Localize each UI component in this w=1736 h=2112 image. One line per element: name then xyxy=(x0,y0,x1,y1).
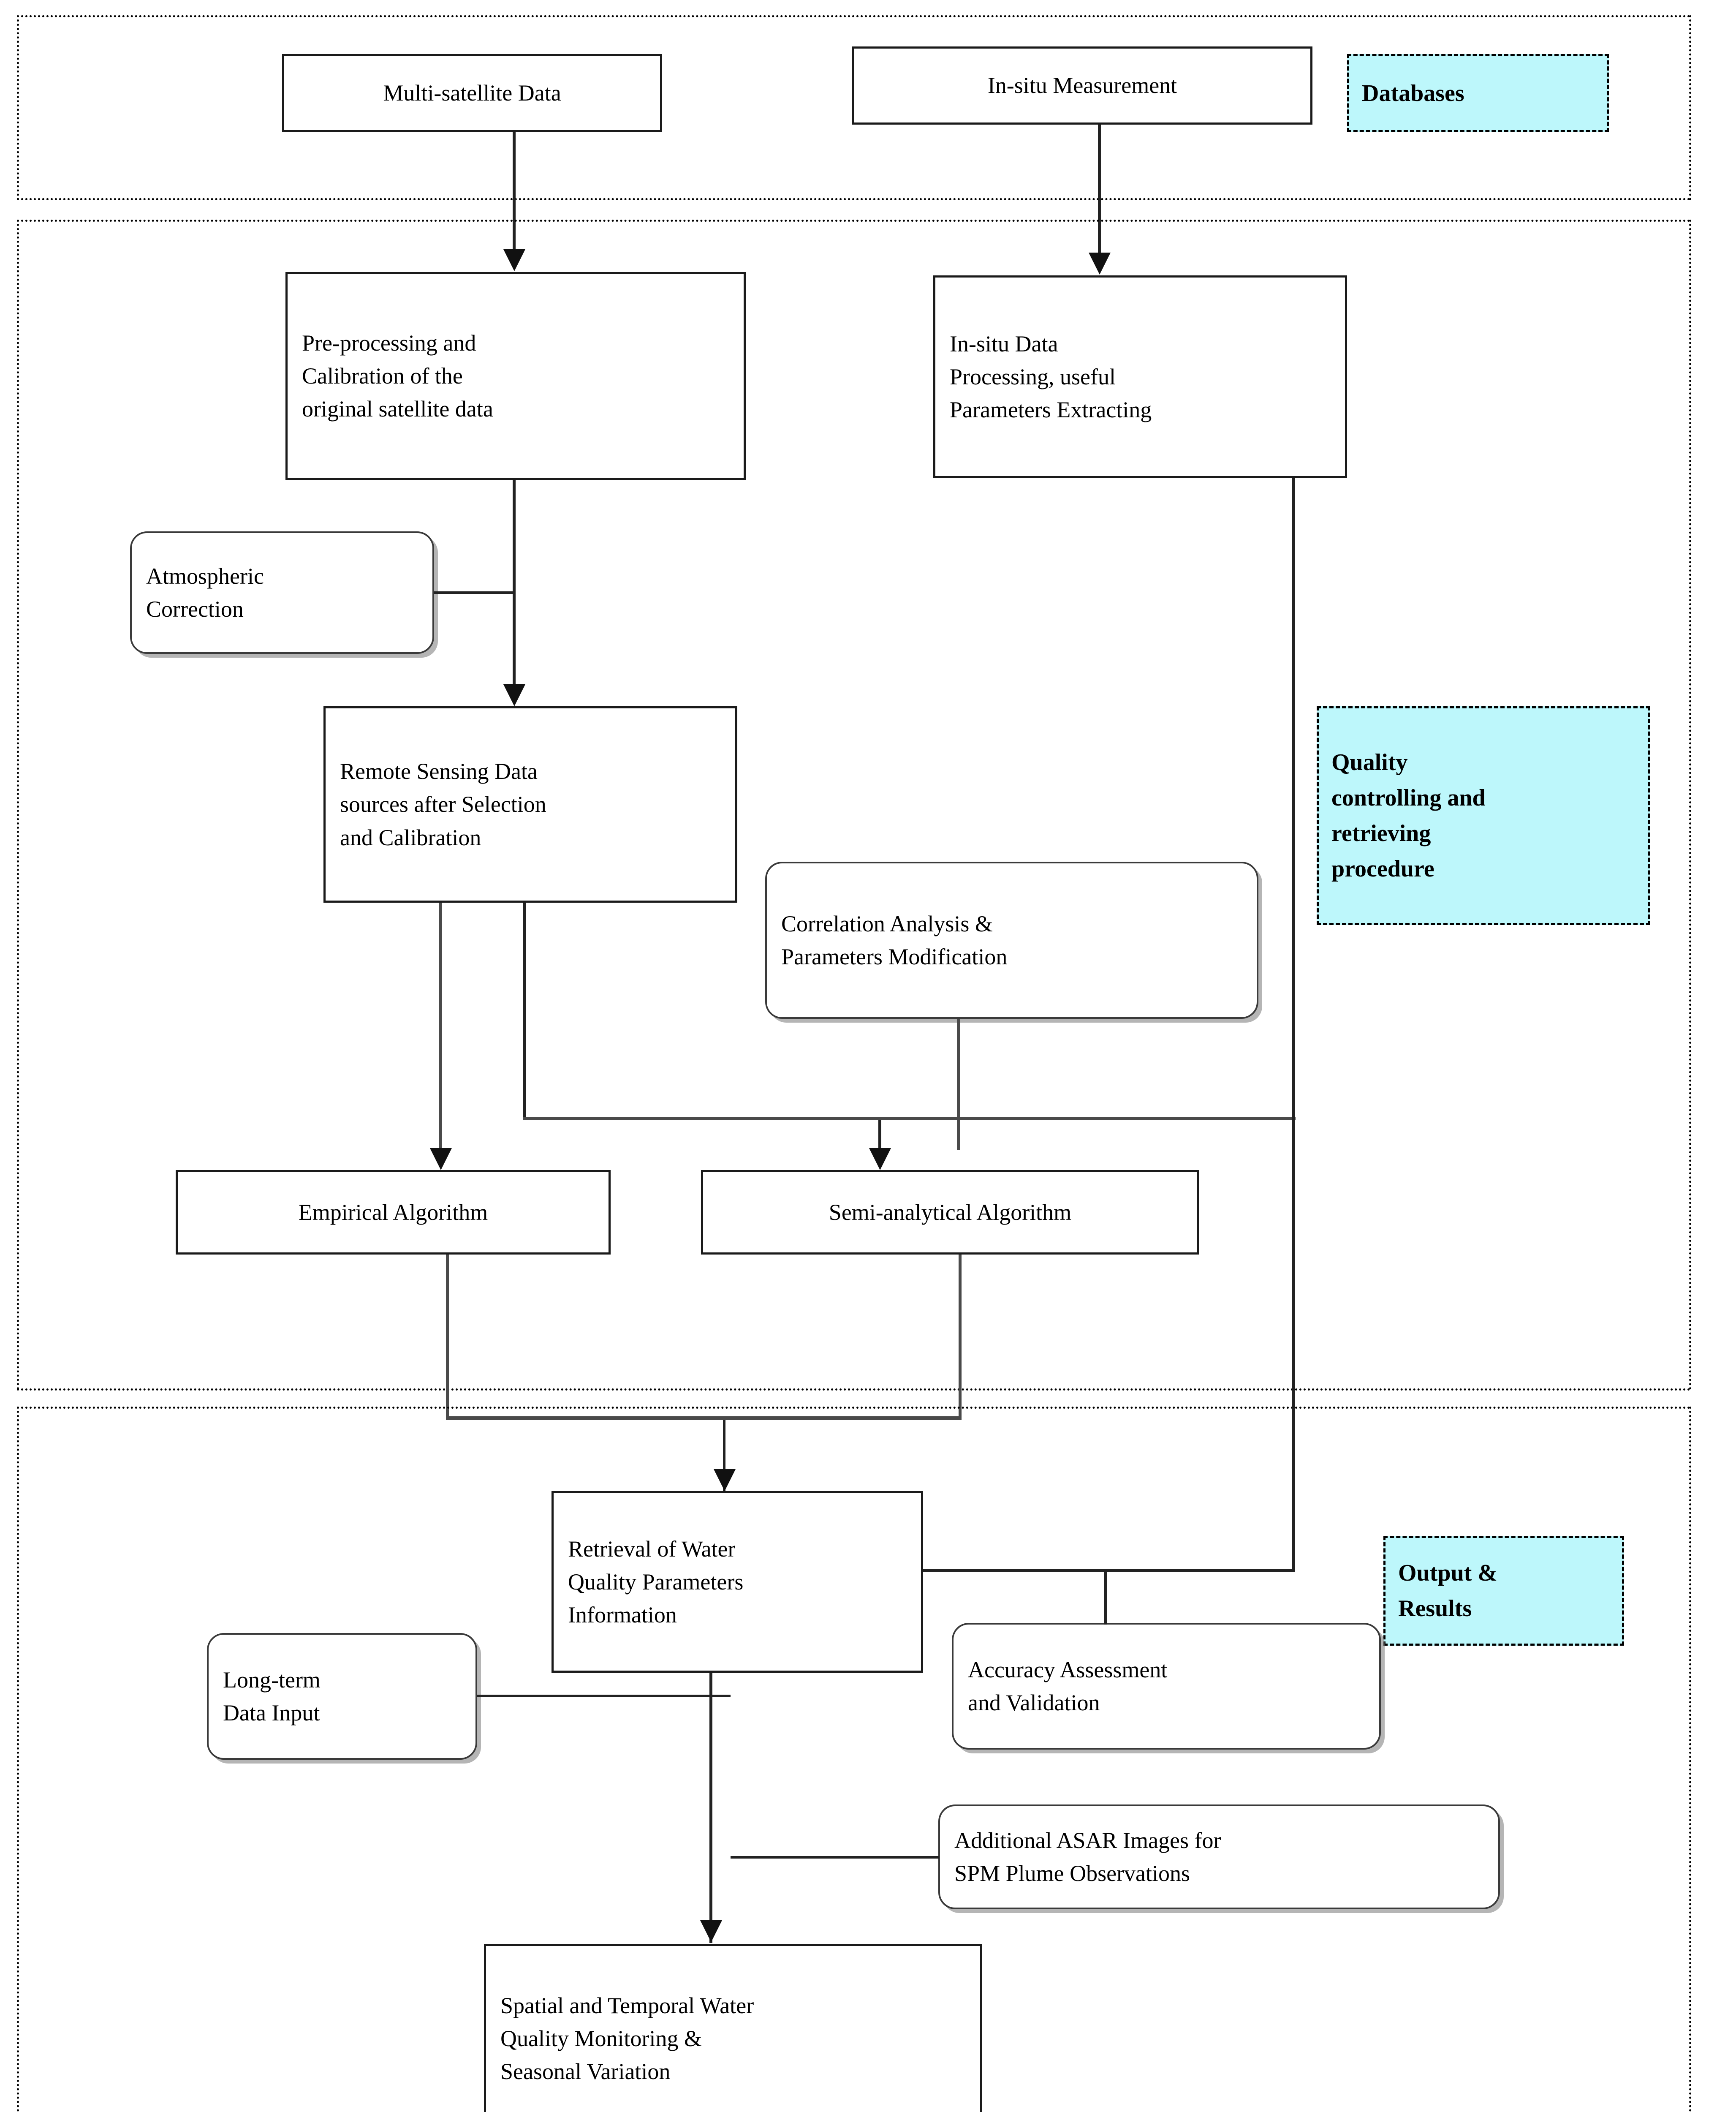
node-label: Remote Sensing Data sources after Select… xyxy=(340,759,546,850)
connector-retrieval-to-spatial xyxy=(709,1673,712,1943)
node-atmospheric-correction[interactable]: Atmospheric Correction xyxy=(130,531,434,654)
node-in-situ-processing[interactable]: In-situ Data Processing, useful Paramete… xyxy=(933,275,1347,478)
node-multi-satellite-data[interactable]: Multi-satellite Data xyxy=(282,54,662,132)
connector-multisat-to-preprocessing xyxy=(513,132,516,250)
tag-label: Quality controlling and retrieving proce… xyxy=(1331,749,1486,882)
node-label: Pre-processing and Calibration of the or… xyxy=(302,330,493,422)
section-databases xyxy=(17,15,1691,200)
node-additional-asar-images[interactable]: Additional ASAR Images for SPM Plume Obs… xyxy=(938,1804,1500,1909)
arrowhead-spatial-temporal xyxy=(700,1920,722,1942)
section-output-results xyxy=(17,1407,1691,2112)
arrowhead-empirical xyxy=(430,1148,452,1170)
node-correlation-analysis[interactable]: Correlation Analysis & Parameters Modifi… xyxy=(765,862,1258,1019)
connector-retrieval-right-stub xyxy=(923,1569,1295,1572)
tag-label: Databases xyxy=(1362,80,1464,106)
connector-to-accuracy-assessment xyxy=(1104,1572,1107,1625)
node-label: Retrieval of Water Quality Parameters In… xyxy=(568,1536,744,1628)
node-label: Accuracy Assessment and Validation xyxy=(968,1657,1168,1715)
node-label: In-situ Measurement xyxy=(987,73,1177,98)
connector-empirical-down xyxy=(446,1255,449,1419)
tag-output-results: Output & Results xyxy=(1383,1536,1624,1646)
node-label: Atmospheric Correction xyxy=(146,563,264,622)
node-label: Spatial and Temporal Water Quality Monit… xyxy=(500,1992,754,2085)
connector-longterm-to-trunk xyxy=(477,1695,731,1697)
connector-remote-to-empirical xyxy=(439,903,442,1150)
connector-semianalytical-down xyxy=(959,1255,962,1419)
arrowhead-retrieval xyxy=(714,1469,736,1491)
node-label: Long-term Data Input xyxy=(223,1667,321,1726)
connector-remote-elbow-vertical xyxy=(523,903,526,1118)
node-empirical-algorithm[interactable]: Empirical Algorithm xyxy=(176,1170,611,1255)
node-in-situ-measurement[interactable]: In-situ Measurement xyxy=(852,46,1312,125)
node-accuracy-assessment[interactable]: Accuracy Assessment and Validation xyxy=(952,1623,1381,1750)
connector-horizontal-bus xyxy=(523,1117,1296,1120)
node-label: Correlation Analysis & Parameters Modifi… xyxy=(781,911,1008,969)
node-label: Empirical Algorithm xyxy=(298,1199,488,1225)
tag-label: Output & Results xyxy=(1398,1560,1497,1622)
section-quality-controlling xyxy=(17,220,1691,1391)
connector-asar-to-trunk xyxy=(731,1856,939,1859)
connector-correlation-down xyxy=(957,1019,960,1150)
connector-bus-to-semianalytical xyxy=(878,1120,881,1151)
node-preprocessing[interactable]: Pre-processing and Calibration of the or… xyxy=(285,272,746,480)
tag-quality-controlling: Quality controlling and retrieving proce… xyxy=(1317,706,1650,925)
node-long-term-data-input[interactable]: Long-term Data Input xyxy=(207,1633,477,1760)
tag-databases: Databases xyxy=(1347,54,1609,132)
connector-algorithms-merge-bar xyxy=(446,1416,962,1420)
node-retrieval-water-quality[interactable]: Retrieval of Water Quality Parameters In… xyxy=(551,1491,923,1673)
arrowhead-preprocessing xyxy=(503,249,525,271)
node-label: In-situ Data Processing, useful Paramete… xyxy=(950,331,1152,423)
node-spatial-temporal-monitoring[interactable]: Spatial and Temporal Water Quality Monit… xyxy=(484,1944,982,2112)
arrowhead-insitu-processing xyxy=(1089,253,1111,275)
connector-insitu-feedback-vertical xyxy=(1292,478,1295,1571)
node-label: Semi-analytical Algorithm xyxy=(829,1199,1072,1225)
node-label: Additional ASAR Images for SPM Plume Obs… xyxy=(954,1827,1221,1886)
arrowhead-semi-analytical xyxy=(869,1148,891,1170)
node-remote-sensing-data[interactable]: Remote Sensing Data sources after Select… xyxy=(323,706,737,903)
node-semi-analytical-algorithm[interactable]: Semi-analytical Algorithm xyxy=(701,1170,1199,1255)
connector-insitu-to-processing xyxy=(1098,125,1101,253)
connector-atmospheric-to-trunk xyxy=(434,591,514,594)
arrowhead-remote-sensing xyxy=(503,684,525,706)
connector-preprocessing-to-remote xyxy=(513,480,516,687)
node-label: Multi-satellite Data xyxy=(383,80,561,106)
